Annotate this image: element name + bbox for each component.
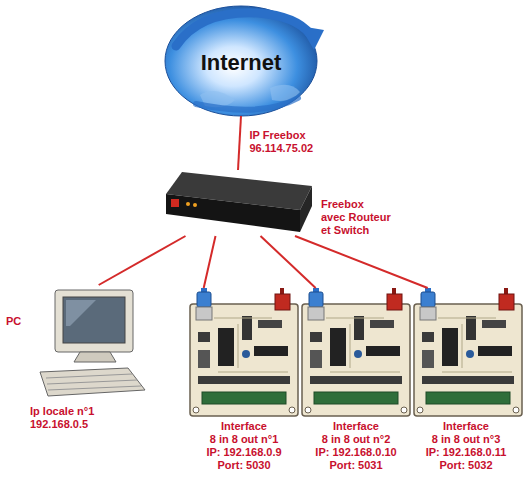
node-text: 8 in 8 out n°1 bbox=[188, 433, 300, 446]
node-text: 192.168.0.5 bbox=[30, 418, 88, 431]
node-text: Port: 5030 bbox=[188, 459, 300, 472]
node-text: Interface bbox=[188, 420, 300, 433]
node-text: et Switch bbox=[321, 224, 369, 237]
node-text: Port: 5032 bbox=[410, 459, 522, 472]
edge-label: IP Freebox 96.114.75.02 bbox=[250, 129, 330, 155]
network-cable bbox=[99, 236, 186, 285]
node-text: avec Routeur bbox=[321, 211, 391, 224]
node-text: Internet bbox=[163, 50, 319, 76]
node-text: 8 in 8 out n°3 bbox=[410, 433, 522, 446]
interface-board: Interface8 in 8 out n°2IP: 192.168.0.10P… bbox=[300, 288, 412, 418]
pc-station: PCIp locale n°1192.168.0.5 bbox=[36, 285, 150, 397]
node-text: 8 in 8 out n°2 bbox=[300, 433, 412, 446]
interface-board: Interface8 in 8 out n°1IP: 192.168.0.9Po… bbox=[188, 288, 300, 418]
node-text: IP: 192.168.0.10 bbox=[300, 446, 412, 459]
node-text: Interface bbox=[300, 420, 412, 433]
interface-board bbox=[190, 288, 522, 416]
node-text: Freebox bbox=[321, 198, 364, 211]
node-text: Port: 5031 bbox=[300, 459, 412, 472]
pc-computer bbox=[40, 290, 145, 396]
freebox-device bbox=[166, 172, 312, 232]
network-cable bbox=[261, 236, 316, 288]
node-text: IP: 192.168.0.11 bbox=[410, 446, 522, 459]
network-cable bbox=[295, 236, 428, 288]
interface-board: Interface8 in 8 out n°3IP: 192.168.0.11P… bbox=[412, 288, 524, 418]
network-cable bbox=[238, 116, 241, 170]
node-text: Ip locale n°1 bbox=[30, 405, 94, 418]
internet-globe: Internet bbox=[163, 6, 319, 116]
node-text: Interface bbox=[410, 420, 522, 433]
network-cable bbox=[204, 236, 216, 288]
node-text: IP: 192.168.0.9 bbox=[188, 446, 300, 459]
freebox-router: Freeboxavec Routeuret Switch bbox=[163, 170, 313, 236]
node-text: PC bbox=[6, 315, 21, 328]
